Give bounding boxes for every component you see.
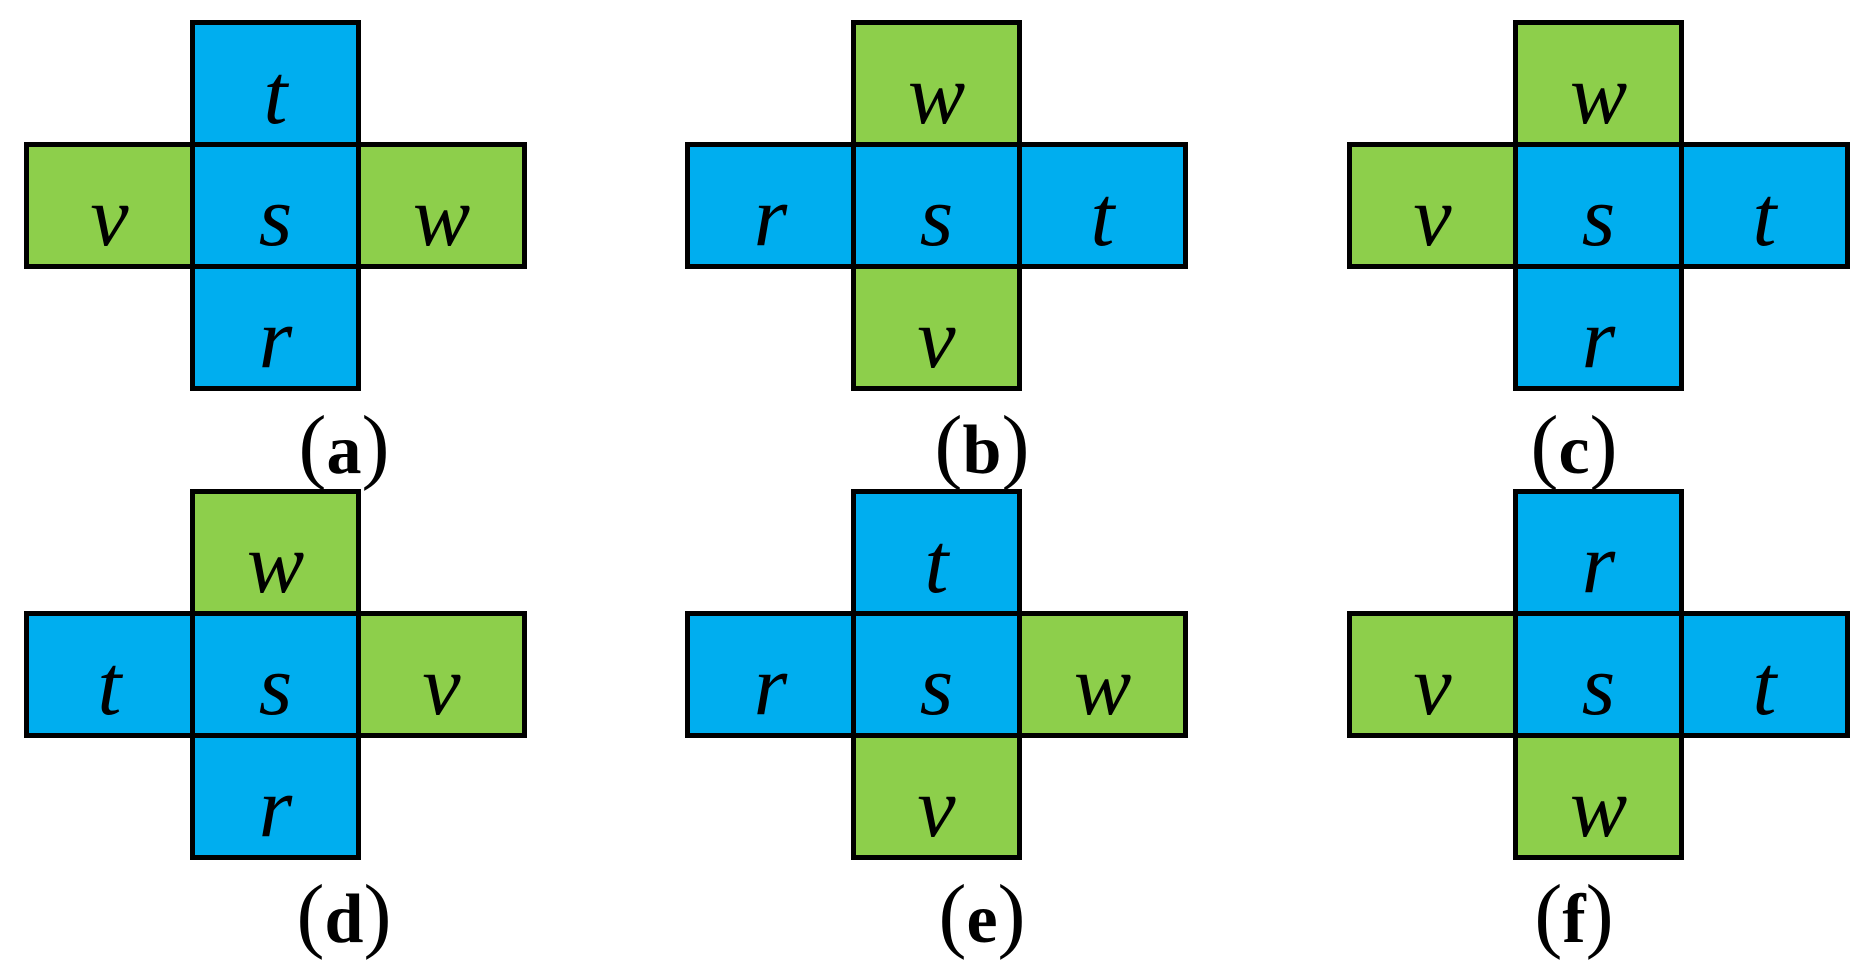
- cell-letter: r: [753, 167, 788, 264]
- cell-letter: t: [1752, 636, 1777, 733]
- net-cell-center: s: [190, 611, 361, 738]
- net-cell-left: v: [24, 142, 195, 269]
- net-cell-bottom: v: [851, 733, 1022, 860]
- cell-letter: w: [412, 167, 471, 264]
- label-close-paren: ): [1585, 868, 1614, 961]
- net-cell-left: t: [24, 611, 195, 738]
- cell-letter: s: [1581, 636, 1616, 733]
- cell-letter: w: [246, 514, 305, 611]
- label-letter: f: [1562, 881, 1586, 958]
- cell-letter: t: [1752, 167, 1777, 264]
- net-cell-bottom: r: [190, 733, 361, 860]
- cube-net-e: t r s w v (e): [685, 489, 1188, 960]
- label-open-paren: (: [938, 868, 967, 961]
- cell-letter: w: [1569, 45, 1628, 142]
- net-cell-top: w: [190, 489, 361, 616]
- net-cell-left: r: [685, 611, 856, 738]
- net-cell-bottom: w: [1513, 733, 1684, 860]
- net-cell-right: w: [1017, 611, 1188, 738]
- cube-net-d: w t s v r (d): [24, 489, 527, 960]
- net-cell-right: v: [356, 611, 527, 738]
- cell-letter: v: [1413, 167, 1452, 264]
- figure-label: (f): [1534, 872, 1613, 976]
- net-cell-right: w: [356, 142, 527, 269]
- net-cell-center: s: [190, 142, 361, 269]
- net-cell-left: v: [1347, 142, 1518, 269]
- cell-letter: w: [1569, 758, 1628, 855]
- figure-label: (b): [935, 403, 1030, 512]
- figure-label: (a): [299, 403, 390, 512]
- cell-letter: s: [258, 636, 293, 733]
- cell-letter: s: [1581, 167, 1616, 264]
- cell-letter: s: [919, 636, 954, 733]
- cell-letter: t: [97, 636, 122, 733]
- cell-letter: t: [924, 514, 949, 611]
- cube-net-f: r v s t w (f): [1347, 489, 1850, 960]
- net-cell-right: t: [1679, 142, 1850, 269]
- label-letter: e: [966, 881, 998, 958]
- label-open-paren: (: [934, 399, 963, 492]
- net-cell-bottom: v: [851, 264, 1022, 391]
- cell-letter: r: [258, 758, 293, 855]
- net-cell-center: s: [1513, 142, 1684, 269]
- label-close-paren: ): [997, 868, 1026, 961]
- figure-label: (c): [1530, 403, 1617, 512]
- cube-net-b: w r s t v (b): [685, 20, 1188, 491]
- label-close-paren: ): [363, 868, 392, 961]
- net-cell-center: s: [851, 611, 1022, 738]
- cell-letter: r: [1581, 514, 1616, 611]
- label-letter: d: [324, 881, 364, 958]
- net-cell-top: w: [851, 20, 1022, 147]
- cube-net-a: t v s w r (a): [24, 20, 527, 491]
- label-close-paren: ): [361, 399, 390, 492]
- label-letter: c: [1558, 412, 1590, 489]
- net-cell-top: t: [851, 489, 1022, 616]
- label-open-paren: (: [1534, 868, 1563, 961]
- label-open-paren: (: [1530, 399, 1559, 492]
- figure-label: (d): [297, 872, 392, 976]
- label-open-paren: (: [296, 868, 325, 961]
- cell-letter: t: [263, 45, 288, 142]
- cell-letter: w: [907, 45, 966, 142]
- cube-net-c: w v s t r (c): [1347, 20, 1850, 491]
- figure-label: (e): [938, 872, 1025, 976]
- label-letter: b: [962, 412, 1002, 489]
- net-cell-center: s: [1513, 611, 1684, 738]
- net-cell-top: r: [1513, 489, 1684, 616]
- cell-letter: v: [422, 636, 461, 733]
- cell-letter: s: [258, 167, 293, 264]
- net-cell-bottom: r: [1513, 264, 1684, 391]
- label-open-paren: (: [298, 399, 327, 492]
- net-cell-left: v: [1347, 611, 1518, 738]
- cell-letter: s: [919, 167, 954, 264]
- cell-letter: v: [917, 758, 956, 855]
- cell-letter: r: [753, 636, 788, 733]
- cell-letter: t: [1090, 167, 1115, 264]
- net-cell-center: s: [851, 142, 1022, 269]
- cell-letter: v: [917, 289, 956, 386]
- cell-letter: v: [90, 167, 129, 264]
- cell-letter: v: [1413, 636, 1452, 733]
- label-close-paren: ): [1589, 399, 1618, 492]
- net-cell-right: t: [1679, 611, 1850, 738]
- label-close-paren: ): [1001, 399, 1030, 492]
- net-cell-left: r: [685, 142, 856, 269]
- net-cell-right: t: [1017, 142, 1188, 269]
- cell-letter: r: [1581, 289, 1616, 386]
- cell-letter: w: [1073, 636, 1132, 733]
- net-cell-bottom: r: [190, 264, 361, 391]
- net-cell-top: t: [190, 20, 361, 147]
- cell-letter: r: [258, 289, 293, 386]
- net-cell-top: w: [1513, 20, 1684, 147]
- label-letter: a: [326, 412, 362, 489]
